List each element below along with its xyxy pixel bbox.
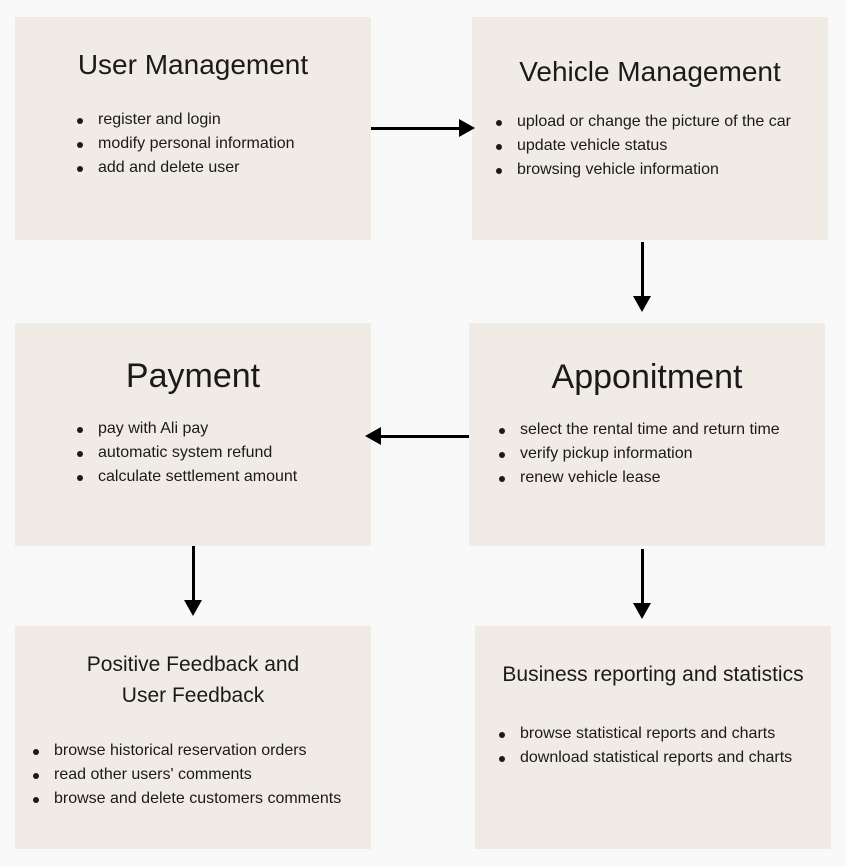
list-item: read other users' comments bbox=[30, 763, 371, 787]
list-item: update vehicle status bbox=[493, 134, 828, 158]
feedback-title-line2: User Feedback bbox=[121, 684, 265, 707]
feedback-title: Positive Feedback and User Feedback bbox=[15, 649, 371, 711]
list-item: upload or change the picture of the car bbox=[493, 110, 828, 134]
list-item: calculate settlement amount bbox=[74, 465, 371, 489]
arrow-vehicle-to-appointment bbox=[633, 242, 651, 312]
list-item: add and delete user bbox=[74, 156, 371, 180]
feedback-box: Positive Feedback and User Feedback brow… bbox=[15, 626, 371, 849]
list-item: modify personal information bbox=[74, 132, 371, 156]
vehicle-management-list: upload or change the picture of the car … bbox=[493, 110, 828, 182]
vehicle-management-title: Vehicle Management bbox=[519, 56, 781, 87]
payment-list: pay with Ali pay automatic system refund… bbox=[74, 417, 371, 489]
user-management-title: User Management bbox=[77, 49, 309, 80]
arrow-appointment-to-payment bbox=[365, 427, 469, 445]
appointment-list: select the rental time and return time v… bbox=[496, 418, 825, 490]
payment-box: Payment pay with Ali pay automatic syste… bbox=[15, 323, 371, 546]
appointment-box: Apponitment select the rental time and r… bbox=[469, 323, 825, 546]
list-item: verify pickup information bbox=[496, 442, 825, 466]
list-item: renew vehicle lease bbox=[496, 466, 825, 490]
appointment-title: Apponitment bbox=[551, 358, 743, 396]
reporting-list: browse statistical reports and charts do… bbox=[496, 722, 831, 770]
arrow-payment-to-feedback bbox=[184, 546, 202, 616]
list-item: browse and delete customers comments bbox=[30, 787, 371, 811]
list-item: browsing vehicle information bbox=[493, 158, 828, 182]
user-management-list: register and login modify personal infor… bbox=[74, 108, 371, 180]
list-item: automatic system refund bbox=[74, 441, 371, 465]
payment-title: Payment bbox=[125, 357, 261, 395]
list-item: browse historical reservation orders bbox=[30, 739, 371, 763]
list-item: register and login bbox=[74, 108, 371, 132]
feedback-title-line1: Positive Feedback and bbox=[86, 653, 300, 676]
reporting-title: Business reporting and statistics bbox=[502, 663, 804, 686]
vehicle-management-box: Vehicle Management upload or change the … bbox=[472, 17, 828, 240]
reporting-box: Business reporting and statistics browse… bbox=[475, 626, 831, 849]
feedback-list: browse historical reservation orders rea… bbox=[30, 739, 371, 811]
list-item: download statistical reports and charts bbox=[496, 746, 831, 770]
user-management-box: User Management register and login modif… bbox=[15, 17, 371, 240]
list-item: select the rental time and return time bbox=[496, 418, 825, 442]
list-item: pay with Ali pay bbox=[74, 417, 371, 441]
list-item: browse statistical reports and charts bbox=[496, 722, 831, 746]
arrow-appointment-to-reporting bbox=[633, 549, 651, 619]
arrow-user-to-vehicle bbox=[371, 119, 475, 137]
